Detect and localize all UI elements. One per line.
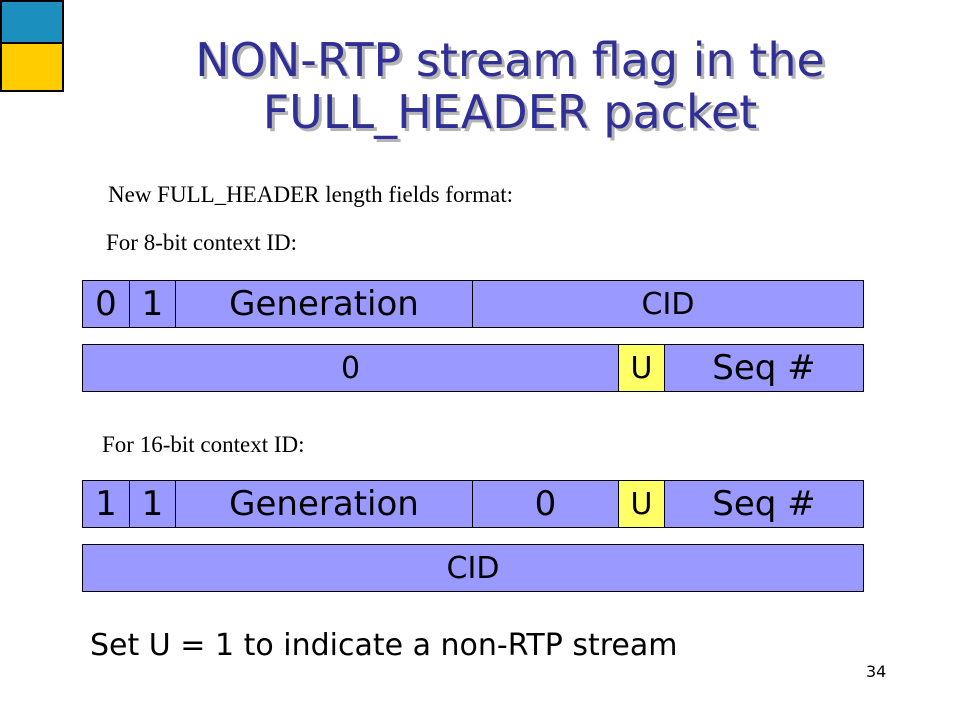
fmt8-bit1-field: 1 [129, 280, 176, 328]
corner-blue-square [0, 0, 64, 44]
caption-text: Set U = 1 to indicate a non-RTP stream [90, 628, 678, 663]
intro-text: New FULL_HEADER length fields format: [108, 182, 513, 207]
fmt16-generation-field: Generation [175, 480, 473, 528]
label-16bit: For 16-bit context ID: [102, 432, 305, 457]
fmt8-zero-field: 0 [82, 344, 619, 392]
fmt16-bit1-field: 1 [129, 480, 176, 528]
fmt16-zero-field: 0 [472, 480, 619, 528]
slide-title: NON-RTP stream flag in the FULL_HEADER p… [70, 34, 950, 138]
fmt16-seq-field: Seq # [664, 480, 864, 528]
fmt8-cid-field: CID [472, 280, 864, 328]
fmt16-bit0-field: 1 [82, 480, 130, 528]
fmt16-u-flag: U [618, 480, 665, 528]
fmt16-cid-field: CID [82, 544, 864, 592]
fmt16-row-2: CID [82, 544, 864, 592]
fmt8-u-flag: U [618, 344, 665, 392]
slide-title-line-1: NON-RTP stream flag in the [195, 33, 825, 87]
fmt8-generation-field: Generation [175, 280, 473, 328]
fmt8-row-2: 0 U Seq # [82, 344, 864, 392]
fmt8-seq-field: Seq # [664, 344, 864, 392]
slide-title-line-2: FULL_HEADER packet [262, 85, 758, 139]
corner-yellow-square [0, 44, 64, 92]
page-number: 34 [866, 662, 887, 681]
fmt8-row-1: 0 1 Generation CID [82, 280, 864, 328]
label-8bit: For 8-bit context ID: [106, 230, 297, 255]
fmt16-row-1: 1 1 Generation 0 U Seq # [82, 480, 864, 528]
fmt8-bit0-field: 0 [82, 280, 130, 328]
